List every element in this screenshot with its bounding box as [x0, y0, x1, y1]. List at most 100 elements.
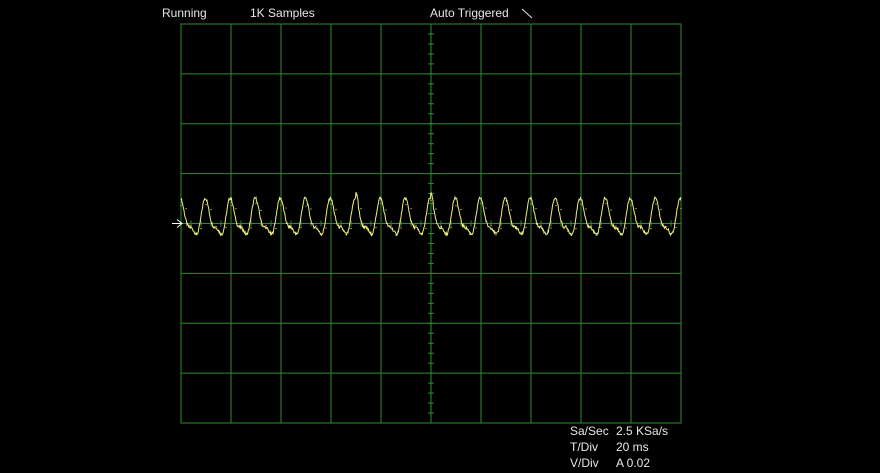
trace-sample-point	[495, 234, 497, 236]
trace-sample-point	[620, 232, 622, 235]
trace-sample-point	[375, 226, 377, 229]
trace-sample-point	[470, 233, 472, 235]
falling-edge-icon[interactable]	[520, 6, 534, 20]
trace-sample-point	[485, 207, 487, 209]
trace-sample-point	[510, 209, 512, 211]
trace-sample-point	[300, 226, 302, 229]
trace-sample-point	[660, 208, 662, 211]
trace-sample-point	[385, 209, 387, 211]
trace-sample-point	[490, 224, 492, 227]
trace-sample-point	[665, 225, 667, 228]
trace-sample-point	[400, 227, 402, 229]
trace-sample-point	[550, 227, 552, 229]
volt-div-label: V/Div	[570, 456, 599, 470]
trace-sample-point	[515, 225, 517, 228]
trace-sample-point	[195, 233, 197, 236]
trace-sample-point	[290, 225, 292, 228]
time-div-value: 20 ms	[616, 440, 649, 454]
trace-sample-point	[655, 203, 657, 205]
trace-sample-point	[465, 225, 467, 227]
trace-sample-point	[545, 233, 547, 236]
trace-sample-point	[210, 208, 212, 211]
trace-sample-point	[395, 234, 397, 236]
trace-sample-point	[255, 202, 257, 205]
trace-sample-point	[560, 208, 562, 211]
trace-sample-point	[280, 204, 282, 206]
trace-sample-point	[645, 233, 647, 236]
trace-sample-point	[285, 207, 287, 209]
trace-sample-point	[365, 225, 367, 228]
trace-sample-point	[200, 227, 202, 230]
trace-sample-point	[235, 207, 237, 210]
trace-sample-point	[445, 233, 447, 236]
trace-sample-point	[640, 224, 642, 227]
volt-div-value: A 0.02	[616, 456, 651, 470]
trigger-mode-label[interactable]: Auto Triggered	[430, 6, 509, 20]
trace-sample-point	[370, 233, 372, 235]
trace-sample-point	[320, 232, 322, 235]
trace-sample-point	[335, 208, 337, 211]
trace-sample-point	[430, 199, 432, 202]
channel-a-trace	[180, 191, 682, 237]
trace-sample-point	[240, 225, 242, 227]
trace-sample-point	[525, 226, 527, 229]
trace-sample-point	[455, 204, 457, 207]
trace-sample-point	[190, 224, 192, 227]
trace-sample-point	[420, 232, 422, 235]
sample-count-label[interactable]: 1K Samples	[250, 6, 315, 20]
trace-sample-point	[520, 232, 522, 235]
trace-sample-point	[680, 207, 682, 210]
trace-sample-point	[675, 226, 677, 229]
trace-sample-point	[555, 204, 557, 207]
trace-sample-point	[270, 233, 272, 235]
trace-sample-point	[330, 203, 332, 205]
marker-head	[176, 219, 183, 228]
trace-sample-point	[500, 227, 502, 230]
trace-sample-point	[180, 204, 182, 207]
trace-sample-point	[565, 224, 567, 227]
trace-sample-point	[605, 202, 607, 205]
channel-a-arrow-icon[interactable]	[172, 219, 183, 228]
trace-sample-point	[295, 233, 297, 236]
trace-sample-point	[325, 227, 327, 229]
trace-sample-point	[310, 208, 312, 210]
trace-sample-point	[635, 207, 637, 210]
trace-sample-points	[180, 194, 682, 236]
trace-sample-point	[450, 226, 452, 229]
trace-sample-point	[595, 234, 597, 236]
trace-sample-point	[230, 204, 232, 207]
trace-sample-point	[535, 207, 537, 210]
trace-sample-point	[350, 227, 352, 230]
trace-sample-point	[380, 202, 382, 205]
trace-sample-point	[670, 233, 672, 235]
trace-sample-point	[540, 225, 542, 227]
trace-sample-point	[530, 203, 532, 205]
trace-sample-point	[440, 225, 442, 228]
trace-sample-point	[340, 224, 342, 227]
trace-sample-point	[345, 233, 347, 236]
trace-sample-point	[215, 225, 217, 228]
trace-sample-point	[460, 208, 462, 211]
run-state-label[interactable]: Running	[162, 6, 207, 20]
trace-sample-point	[305, 205, 307, 207]
trace-sample-point	[225, 226, 227, 229]
trace-sample-point	[575, 227, 577, 230]
trace-sample-point	[480, 202, 482, 205]
trace-sample-point	[625, 227, 627, 229]
trace-sample-point	[220, 232, 222, 235]
trace-sample-point	[650, 227, 652, 230]
trace-sample-point	[245, 234, 247, 236]
trace-sample-point	[260, 209, 262, 212]
trace-sample-point	[315, 225, 317, 227]
trace-sample-point	[585, 208, 587, 210]
trace-sample-point	[410, 207, 412, 210]
trace-sample-point	[580, 203, 582, 206]
trace-sample-point	[425, 227, 427, 230]
trace-sample-point	[205, 203, 207, 206]
trace-sample-point	[355, 194, 357, 197]
trace-sample-point	[390, 225, 392, 227]
trace-sample-point	[250, 227, 252, 229]
